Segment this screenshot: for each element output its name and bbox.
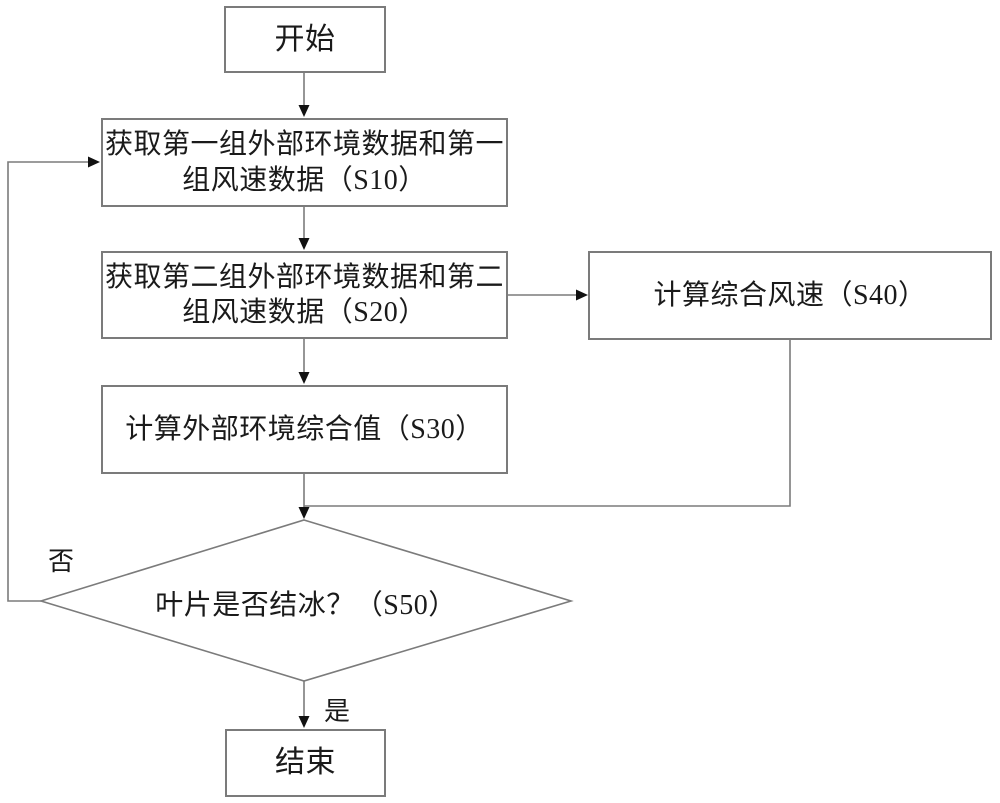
edge-label-yes: 是: [324, 697, 351, 726]
node-s10: 获取第一组外部环境数据和第一 组风速数据（S10）: [101, 118, 508, 207]
node-s40: 计算综合风速（S40）: [588, 251, 992, 340]
arrowhead-down-s20: [298, 238, 310, 250]
arrowhead-down-s10: [298, 105, 310, 117]
node-start: 开始: [224, 6, 386, 73]
node-s30-label: 计算外部环境综合值（S30）: [125, 413, 484, 445]
node-s20-line2: 组风速数据（S20）: [182, 297, 427, 328]
node-s20-line1: 获取第二组外部环境数据和第二: [104, 261, 504, 293]
node-s20: 获取第二组外部环境数据和第二 组风速数据（S20）: [101, 251, 508, 339]
arrowhead-down-s30: [298, 372, 310, 384]
arrowhead-right-s40: [576, 289, 588, 301]
node-s10-line2: 组风速数据（S10）: [182, 164, 427, 196]
arrowhead-down-s50: [298, 507, 310, 519]
edge-s40-merge: [304, 340, 791, 507]
node-s30: 计算外部环境综合值（S30）: [101, 385, 508, 474]
node-s50-label: 叶片是否结冰？（S50）: [155, 590, 457, 621]
node-s10-line1: 获取第一组外部环境数据和第一: [104, 129, 504, 161]
node-s40-label: 计算综合风速（S40）: [653, 279, 927, 311]
node-end: 结束: [225, 729, 386, 797]
edge-label-no: 否: [48, 547, 75, 576]
arrowhead-down-end: [298, 716, 310, 728]
node-start-label: 开始: [274, 22, 336, 56]
arrowhead-right-s10: [88, 156, 100, 168]
node-end-label: 结束: [275, 746, 336, 780]
edge-s50-feedback-s10: [7, 161, 89, 602]
